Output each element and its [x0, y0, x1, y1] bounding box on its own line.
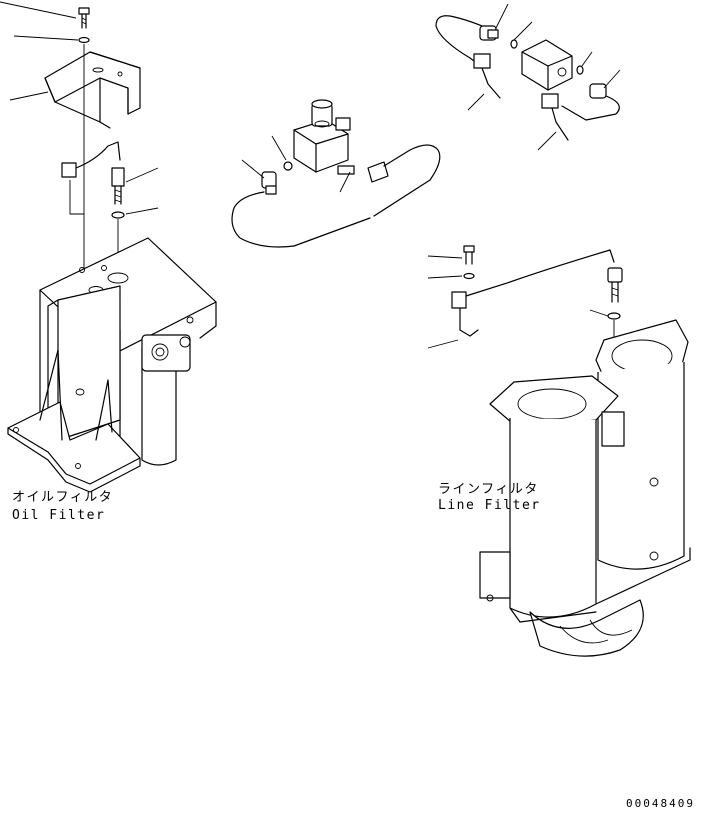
line-filter-label-jp: ラインフィルタ	[438, 482, 539, 497]
washer-right	[463, 272, 475, 280]
solenoid-valve	[293, 99, 351, 173]
connector-top-right-a	[473, 53, 491, 69]
pressure-switch-top-right	[561, 83, 620, 121]
oil-filter-label-jp: オイルフィルタ	[12, 490, 114, 505]
leader-lines-center	[241, 135, 351, 193]
washer-left-sensor	[111, 211, 125, 219]
leader-lines-top-right	[467, 3, 621, 151]
connector-center	[337, 144, 441, 217]
o-ring-top-right	[510, 39, 518, 49]
bolt-top-left	[78, 7, 90, 29]
line-filter-group	[427, 245, 691, 657]
line-filter-body	[479, 319, 691, 657]
pressure-sensor-right	[607, 267, 623, 303]
o-ring-center	[283, 161, 293, 171]
solenoid-valve-group	[231, 99, 441, 248]
cover-bracket	[44, 51, 141, 129]
sensor-top-right	[479, 25, 499, 41]
oil-filter-label-en: Oil Filter	[12, 508, 106, 523]
top-right-group	[435, 3, 621, 151]
washer-right-sensor	[607, 312, 621, 320]
valve-block-top-right	[521, 39, 573, 91]
oil-filter-group	[0, 1, 217, 493]
oil-filter-body	[7, 237, 217, 493]
clamp-right	[451, 249, 615, 337]
pressure-switch-center	[231, 171, 371, 248]
drawing-number: 00048409	[626, 797, 695, 810]
pressure-sensor-left	[61, 141, 125, 205]
o-ring-right	[576, 65, 584, 75]
bolt-right	[463, 245, 475, 265]
connector-top-right-b	[541, 93, 559, 109]
line-filter-label-en: Line Filter	[438, 498, 541, 513]
leader-lines-left	[0, 1, 159, 272]
washer-top-left	[78, 36, 90, 44]
